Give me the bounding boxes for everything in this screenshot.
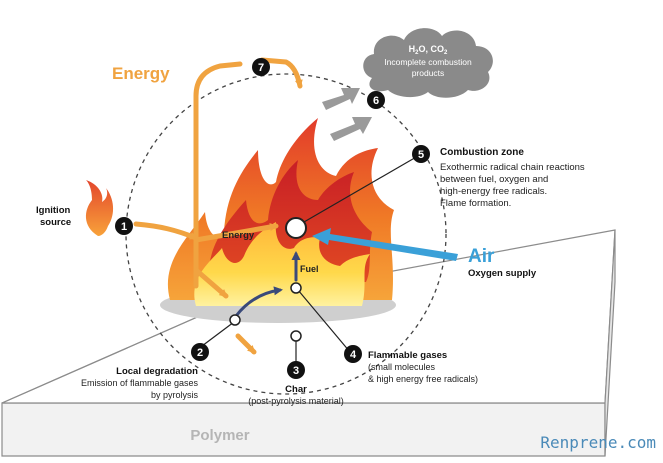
gas-flow-arrows [234, 251, 301, 318]
oxygen-supply-label: Oxygen supply [468, 268, 537, 279]
flammable-gases-line-2: & high energy free radicals) [368, 374, 478, 384]
local-degradation-line-1: Emission of flammable gases [81, 378, 199, 388]
combustion-center-node [285, 217, 307, 239]
step-badge-6: 6 [367, 91, 385, 109]
degradation-node [229, 314, 241, 326]
combustion-zone-line-3: high-energy free radicals. [440, 186, 547, 197]
flammable-gases-line-1: (small molecules [368, 362, 436, 372]
char-node [290, 330, 302, 342]
char-title: Char [285, 384, 307, 395]
step-badge-1: 1 [115, 217, 133, 235]
local-degradation-title: Local degradation [116, 366, 198, 377]
energy-heading: Energy [112, 64, 170, 83]
fuel-node [290, 282, 302, 294]
cloud-formula: H2O, CO2 [409, 44, 448, 56]
polymer-label: Polymer [190, 427, 249, 444]
svg-text:7: 7 [258, 62, 264, 74]
products-arrows [322, 88, 372, 141]
step-badge-7: 7 [252, 58, 270, 76]
fuel-label: Fuel [300, 264, 319, 274]
svg-text:5: 5 [418, 149, 424, 161]
step-badge-5: 5 [412, 145, 430, 163]
combustion-zone-line-2: between fuel, oxygen and [440, 174, 548, 185]
ignition-flame-icon [85, 180, 114, 236]
local-degradation-line-2: by pyrolysis [151, 390, 199, 400]
inner-energy-label: Energy [222, 230, 255, 241]
step-badge-2: 2 [191, 343, 209, 361]
energy-feedback-loop [133, 57, 303, 355]
ignition-label-line-1: Ignition [36, 205, 70, 216]
svg-text:3: 3 [293, 365, 299, 377]
svg-text:1: 1 [121, 221, 127, 233]
cloud-line-2: Incomplete combustion [384, 57, 472, 67]
air-inflow-arrow [312, 228, 458, 261]
svg-text:4: 4 [350, 349, 357, 361]
watermark: Renprene.com [540, 433, 656, 452]
combustion-zone-title: Combustion zone [440, 147, 524, 158]
ignition-label-line-2: source [40, 217, 71, 228]
svg-text:2: 2 [197, 347, 203, 359]
combustion-products-cloud [363, 28, 493, 98]
combustion-zone-line-4: Flame formation. [440, 198, 511, 209]
flammable-gases-title: Flammable gases [368, 350, 447, 361]
air-label: Air [468, 246, 495, 267]
leader-lines [201, 155, 419, 364]
step-badge-3: 3 [287, 361, 305, 379]
combustion-zone-line-1: Exothermic radical chain reactions [440, 162, 585, 173]
cloud-line-3: products [412, 68, 445, 78]
svg-text:6: 6 [373, 95, 379, 107]
step-badge-4: 4 [344, 345, 362, 363]
char-sub: (post-pyrolysis material) [248, 396, 344, 406]
cycle-dashed-circle [125, 73, 447, 395]
